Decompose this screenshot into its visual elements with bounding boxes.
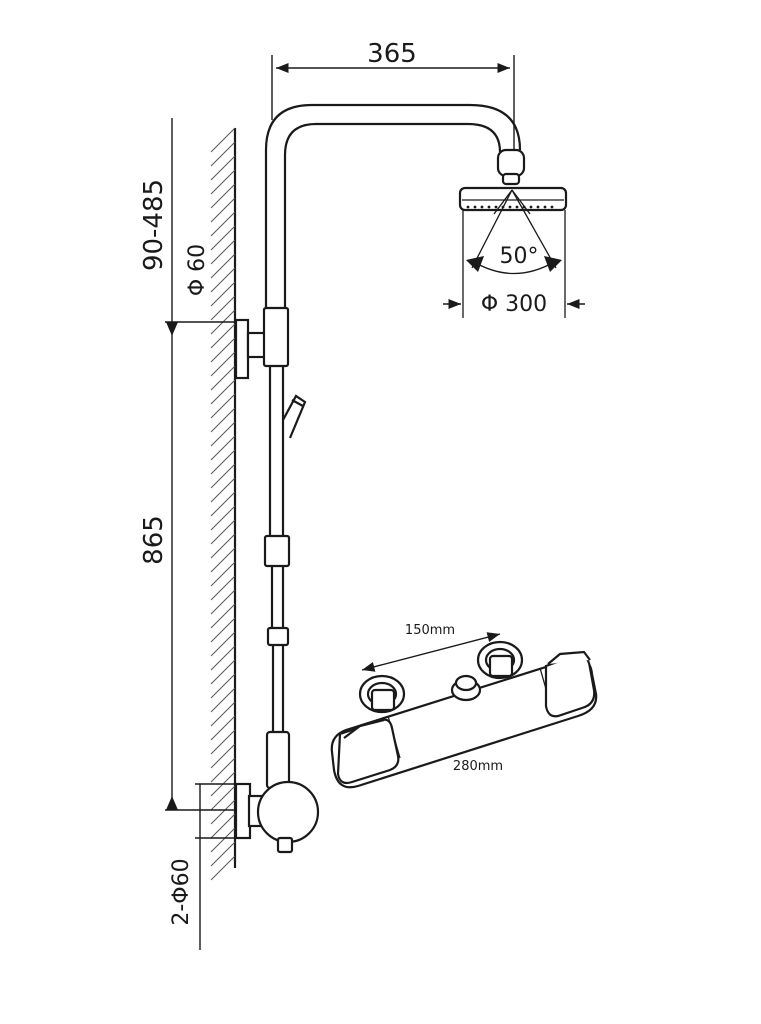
valve-centers-label: 150mm — [405, 623, 455, 638]
spray-angle-label: 50° — [500, 244, 539, 269]
rail-height-label: 865 — [139, 515, 169, 565]
hatch-line — [210, 701, 236, 727]
hatch-line — [210, 813, 236, 839]
hatch-line — [210, 127, 236, 153]
hatch-line — [210, 575, 236, 601]
hatch-line — [210, 253, 236, 279]
shower-head — [458, 148, 568, 318]
arm-length-label: 365 — [367, 39, 417, 69]
hatch-line — [210, 855, 236, 881]
height-adjust-label: 90-485 — [139, 179, 169, 271]
hatch-line — [210, 351, 236, 377]
head-diameter-label: Φ 300 — [481, 292, 547, 317]
nozzle-dot — [529, 205, 533, 209]
vertical-dimension — [165, 118, 246, 950]
hatch-line — [210, 267, 236, 293]
hatch-line — [210, 323, 236, 349]
hatch-line — [210, 183, 236, 209]
pipe-coupling — [266, 626, 290, 647]
arm-length-dimension — [271, 55, 515, 150]
hatch-line — [210, 337, 236, 363]
hatch-line — [210, 155, 236, 181]
hatch-line — [210, 239, 236, 265]
hatch-line — [210, 687, 236, 713]
hatch-line — [210, 449, 236, 475]
hatch-line — [210, 743, 236, 769]
valve-length-label: 280mm — [453, 759, 503, 774]
hatch-line — [210, 589, 236, 615]
hatch-line — [210, 421, 236, 447]
hatch-line — [210, 393, 236, 419]
hatch-line — [210, 295, 236, 321]
hatch-line — [210, 379, 236, 405]
nozzle-dot — [550, 205, 554, 209]
hatch-line — [210, 715, 236, 741]
outlet-diameter-label: 2-Φ60 — [169, 858, 194, 925]
nozzle-dot — [543, 205, 547, 209]
hatch-line — [210, 281, 236, 307]
hatch-line — [210, 729, 236, 755]
hatch-line — [210, 659, 236, 685]
nozzle-dot — [466, 205, 470, 209]
riser-rail — [264, 103, 522, 732]
valve-connector — [265, 730, 291, 790]
hatch-line — [210, 169, 236, 195]
hatch-line — [210, 547, 236, 573]
lower-bracket — [234, 780, 320, 854]
nozzle-dot — [487, 205, 491, 209]
hatch-line — [210, 827, 236, 853]
nozzle-dot — [508, 205, 512, 209]
hatch-line — [210, 603, 236, 629]
hatch-line — [210, 141, 236, 167]
hatch-line — [210, 631, 236, 657]
nozzle-row — [466, 205, 554, 209]
hatch-line — [210, 225, 236, 251]
handshower-holder — [282, 394, 307, 439]
nozzle-dot — [473, 205, 477, 209]
nozzle-dot — [536, 205, 540, 209]
wall — [210, 127, 237, 881]
hatch-line — [210, 799, 236, 825]
hatch-line — [210, 211, 236, 237]
hatch-line — [210, 841, 236, 867]
wall-hatching — [210, 127, 236, 881]
thermostatic-valve — [330, 632, 598, 789]
hatch-line — [210, 561, 236, 587]
hatch-line — [210, 407, 236, 433]
hatch-line — [210, 785, 236, 811]
hatch-line — [210, 463, 236, 489]
hatch-line — [210, 757, 236, 783]
nozzle-dot — [515, 205, 519, 209]
hatch-line — [210, 491, 236, 517]
nozzle-dot — [480, 205, 484, 209]
hatch-line — [210, 365, 236, 391]
upper-wall-bracket — [234, 306, 290, 380]
height-collar — [263, 534, 291, 568]
hatch-line — [210, 673, 236, 699]
hatch-line — [210, 197, 236, 223]
nozzle-dot — [494, 205, 498, 209]
hatch-line — [210, 533, 236, 559]
bracket-diameter-label: Φ 60 — [185, 244, 210, 296]
hatch-line — [210, 519, 236, 545]
hatch-line — [210, 645, 236, 671]
hatch-line — [210, 435, 236, 461]
hatch-line — [210, 477, 236, 503]
hatch-line — [210, 505, 236, 531]
hatch-line — [210, 617, 236, 643]
